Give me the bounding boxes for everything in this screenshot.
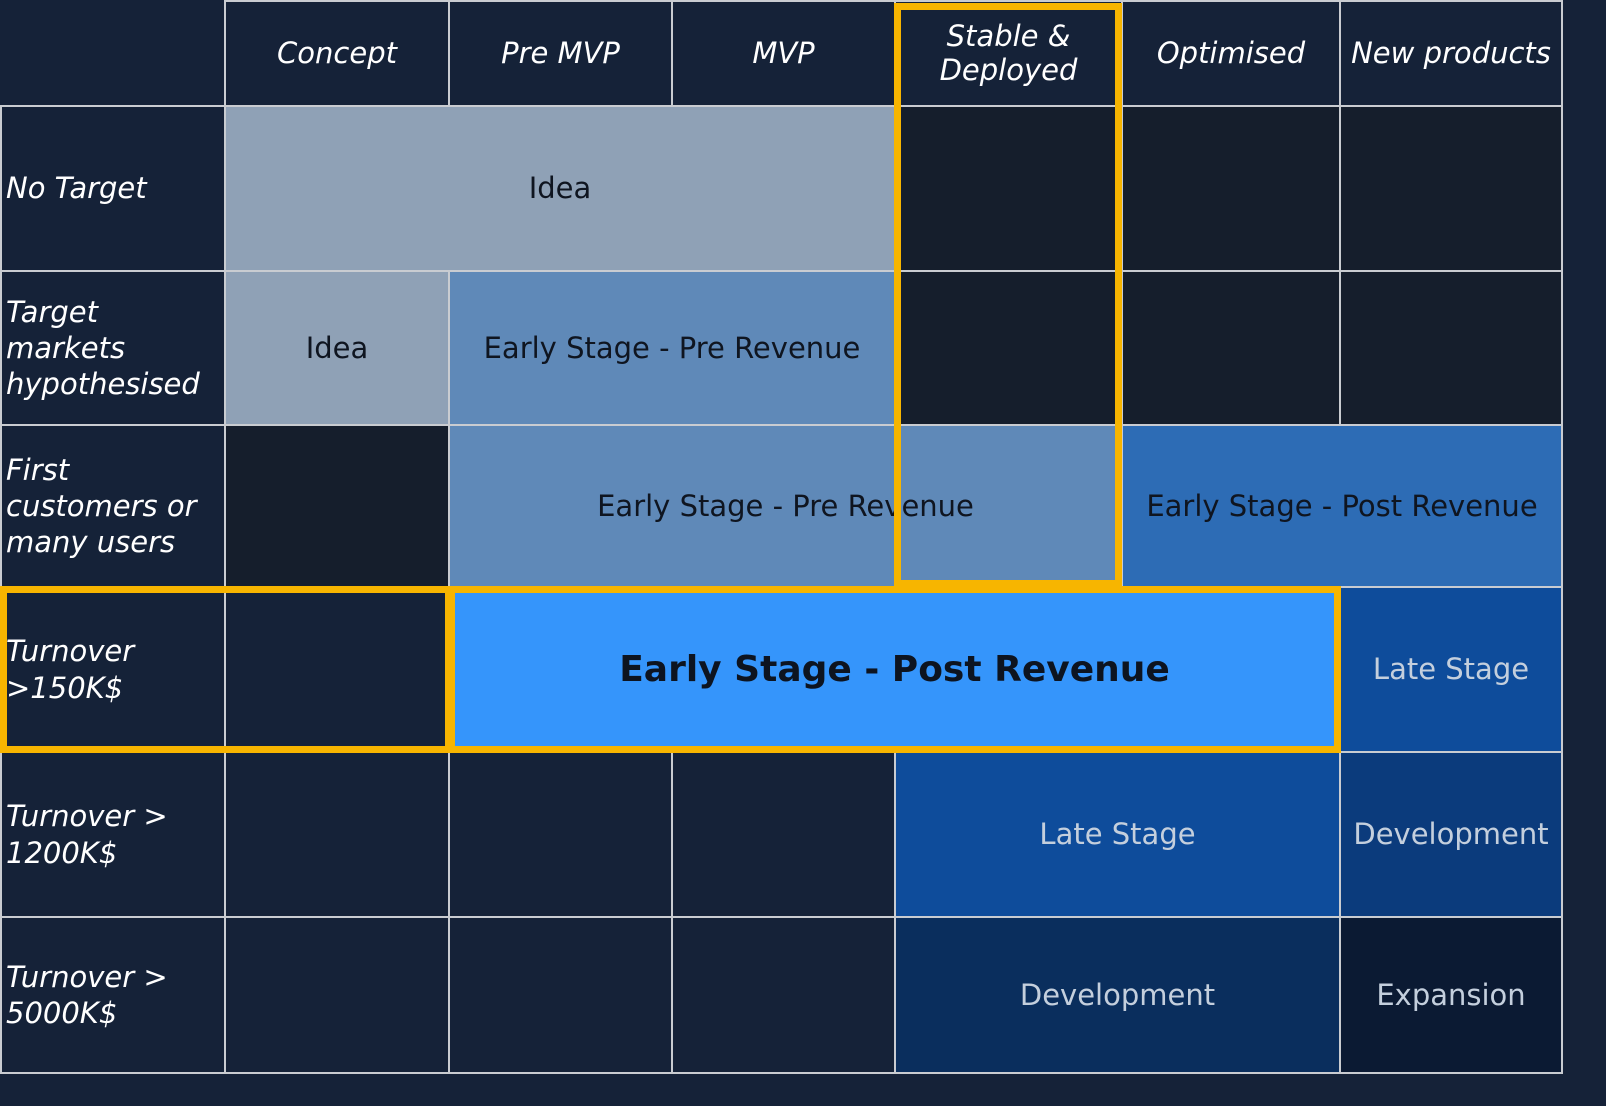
column-header-label: New products	[1351, 35, 1551, 70]
region-development-turnover-5000k: Development	[894, 916, 1341, 1074]
empty-cell	[1339, 270, 1563, 426]
row-header-target-markets: Target markets hypothesised	[0, 270, 226, 426]
row-header-no-target: No Target	[0, 105, 226, 272]
region-label: Late Stage	[1372, 652, 1530, 687]
region-idea-target-markets: Idea	[224, 270, 450, 426]
empty-cell	[894, 270, 1123, 426]
empty-cell	[224, 424, 450, 588]
row-header-turnover-1200k: Turnover > 1200K$	[0, 751, 226, 918]
row-header-turnover-150k: Turnover >150K$	[0, 586, 226, 753]
region-label: Expansion	[1376, 977, 1526, 1012]
column-header-new-products: New products	[1339, 0, 1563, 107]
row-header-label: Turnover > 5000K$	[6, 959, 168, 1030]
row-header-turnover-5000k: Turnover > 5000K$	[0, 916, 226, 1074]
empty-cell	[448, 916, 673, 1074]
column-header-label: Stable & Deployed	[939, 19, 1078, 87]
region-expansion-turnover-5000k: Expansion	[1339, 916, 1563, 1074]
region-late-stage-turnover-1200k: Late Stage	[894, 751, 1341, 918]
column-header-concept: Concept	[224, 0, 450, 107]
row-header-label: No Target	[6, 171, 147, 206]
region-label: Idea	[528, 171, 592, 206]
region-label: Early Stage - Pre Revenue	[597, 488, 974, 523]
region-pre-revenue-first-customers: Early Stage - Pre Revenue	[448, 424, 1123, 588]
region-development-turnover-1200k: Development	[1339, 751, 1563, 918]
region-post-revenue-turnover-150k: Early Stage - Post Revenue	[448, 586, 1341, 753]
region-label: Development	[1353, 817, 1549, 852]
column-header-label: MVP	[752, 35, 815, 70]
empty-cell	[1339, 105, 1563, 272]
region-pre-revenue-target-markets: Early Stage - Pre Revenue	[448, 270, 896, 426]
region-late-stage-turnover-150k: Late Stage	[1339, 586, 1563, 753]
region-label: Idea	[305, 330, 369, 365]
row-header-label: Target markets hypothesised	[6, 294, 200, 402]
column-header-label: Pre MVP	[501, 35, 620, 70]
empty-cell	[894, 105, 1123, 272]
column-header-mvp: MVP	[671, 0, 896, 107]
empty-cell	[224, 916, 450, 1074]
region-label: Early Stage - Post Revenue	[1146, 488, 1538, 523]
row-header-label: Turnover > 1200K$	[6, 799, 168, 870]
column-header-pre-mvp: Pre MVP	[448, 0, 673, 107]
region-label: Early Stage - Post Revenue	[619, 649, 1170, 690]
empty-cell	[224, 751, 450, 918]
empty-cell	[1121, 270, 1341, 426]
column-header-label: Optimised	[1156, 35, 1306, 70]
empty-cell	[448, 751, 673, 918]
region-post-revenue-first-customers: Early Stage - Post Revenue	[1121, 424, 1563, 588]
corner-cell	[0, 0, 226, 107]
empty-cell	[224, 586, 450, 753]
region-label: Late Stage	[1039, 817, 1196, 852]
column-header-label: Concept	[277, 35, 397, 70]
region-idea-no-target: Idea	[224, 105, 896, 272]
column-header-stable-deployed: Stable & Deployed	[894, 0, 1123, 107]
region-label: Early Stage - Pre Revenue	[483, 330, 861, 365]
empty-cell	[671, 916, 896, 1074]
row-header-label: First customers or many users	[6, 452, 197, 560]
row-header-first-customers: First customers or many users	[0, 424, 226, 588]
region-label: Development	[1019, 977, 1216, 1012]
empty-cell	[671, 751, 896, 918]
empty-cell	[1121, 105, 1341, 272]
column-header-optimised: Optimised	[1121, 0, 1341, 107]
row-header-label: Turnover >150K$	[6, 634, 135, 705]
